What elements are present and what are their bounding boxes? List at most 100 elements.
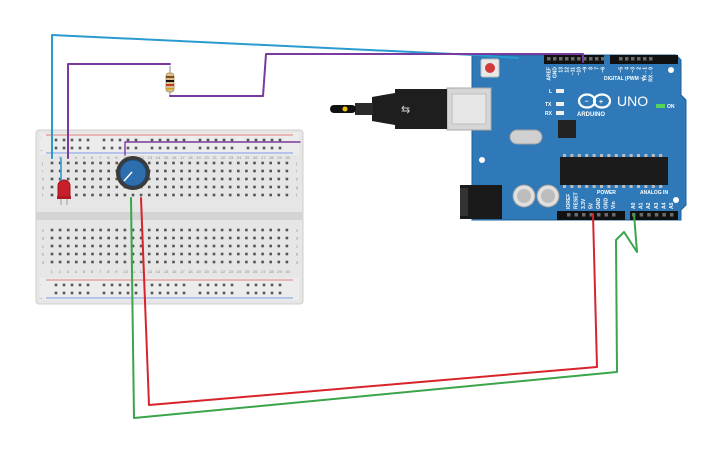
breadboard-hole[interactable] — [147, 161, 151, 165]
breadboard-hole[interactable] — [66, 161, 70, 165]
rail-hole[interactable] — [118, 138, 122, 142]
breadboard-hole[interactable] — [204, 244, 208, 248]
rail-hole[interactable] — [126, 283, 130, 287]
breadboard-hole[interactable] — [164, 177, 167, 181]
rail-hole[interactable] — [270, 146, 274, 150]
rail-hole[interactable] — [254, 283, 258, 287]
breadboard-hole[interactable] — [212, 260, 216, 264]
rail-hole[interactable] — [174, 138, 178, 142]
digital-pin[interactable] — [547, 57, 551, 61]
rail-hole[interactable] — [214, 283, 218, 287]
breadboard-hole[interactable] — [269, 244, 272, 248]
breadboard-hole[interactable] — [115, 252, 119, 256]
breadboard-hole[interactable] — [91, 169, 94, 173]
breadboard-hole[interactable] — [180, 193, 183, 197]
rail-hole[interactable] — [78, 138, 82, 142]
rail-hole[interactable] — [230, 291, 234, 295]
breadboard-hole[interactable] — [115, 193, 119, 197]
breadboard-hole[interactable] — [245, 244, 248, 248]
breadboard-hole[interactable] — [228, 236, 232, 240]
breadboard-hole[interactable] — [131, 193, 135, 197]
breadboard-hole[interactable] — [220, 161, 224, 165]
digital-pin[interactable] — [625, 57, 629, 61]
digital-pin[interactable] — [565, 57, 569, 61]
breadboard-hole[interactable] — [212, 193, 216, 197]
breadboard-hole[interactable] — [237, 244, 240, 248]
breadboard-hole[interactable] — [147, 236, 151, 240]
breadboard-hole[interactable] — [277, 169, 281, 173]
rail-hole[interactable] — [134, 291, 138, 295]
breadboard-hole[interactable] — [75, 252, 78, 256]
breadboard-hole[interactable] — [75, 185, 78, 189]
breadboard-hole[interactable] — [277, 161, 281, 165]
wire-blue-to-pin[interactable] — [474, 54, 519, 59]
breadboard-hole[interactable] — [123, 252, 127, 256]
breadboard-hole[interactable] — [196, 185, 200, 189]
breadboard-hole[interactable] — [204, 177, 208, 181]
breadboard-hole[interactable] — [75, 236, 78, 240]
breadboard-hole[interactable] — [196, 161, 200, 165]
breadboard-hole[interactable] — [164, 161, 167, 165]
rail-hole[interactable] — [102, 138, 106, 142]
breadboard-hole[interactable] — [245, 177, 248, 181]
breadboard-hole[interactable] — [107, 228, 110, 232]
breadboard-hole[interactable] — [50, 260, 54, 264]
wire-green[interactable] — [130, 197, 638, 419]
resistor[interactable] — [165, 66, 175, 96]
breadboard-hole[interactable] — [50, 228, 54, 232]
breadboard-hole[interactable] — [220, 260, 224, 264]
breadboard-hole[interactable] — [220, 244, 224, 248]
breadboard-hole[interactable] — [164, 228, 167, 232]
breadboard-hole[interactable] — [188, 244, 191, 248]
breadboard-hole[interactable] — [123, 236, 127, 240]
breadboard-hole[interactable] — [261, 161, 264, 165]
breadboard-hole[interactable] — [204, 185, 208, 189]
breadboard-hole[interactable] — [261, 244, 264, 248]
breadboard-hole[interactable] — [75, 177, 78, 181]
breadboard-hole[interactable] — [147, 244, 151, 248]
breadboard-hole[interactable] — [115, 244, 119, 248]
breadboard-hole[interactable] — [196, 193, 200, 197]
rail-hole[interactable] — [214, 146, 218, 150]
breadboard-hole[interactable] — [164, 236, 167, 240]
breadboard-hole[interactable] — [172, 161, 175, 165]
rail-hole[interactable] — [222, 291, 226, 295]
breadboard-hole[interactable] — [123, 228, 127, 232]
breadboard-hole[interactable] — [180, 177, 183, 181]
rail-hole[interactable] — [86, 291, 90, 295]
breadboard-hole[interactable] — [99, 228, 102, 232]
breadboard-hole[interactable] — [220, 252, 224, 256]
rail-hole[interactable] — [166, 146, 170, 150]
digital-pin[interactable] — [601, 57, 605, 61]
breadboard-hole[interactable] — [139, 252, 143, 256]
breadboard-hole[interactable] — [285, 228, 289, 232]
rail-hole[interactable] — [230, 283, 234, 287]
breadboard-hole[interactable] — [277, 236, 281, 240]
breadboard-hole[interactable] — [50, 169, 54, 173]
rail-hole[interactable] — [198, 138, 202, 142]
breadboard-hole[interactable] — [204, 252, 208, 256]
breadboard-hole[interactable] — [75, 228, 78, 232]
breadboard-hole[interactable] — [115, 185, 119, 189]
breadboard-hole[interactable] — [58, 260, 62, 264]
rail-hole[interactable] — [182, 291, 186, 295]
rail-hole[interactable] — [206, 283, 210, 287]
rail-hole[interactable] — [54, 283, 58, 287]
analog-pin[interactable] — [670, 213, 674, 217]
breadboard-hole[interactable] — [75, 244, 78, 248]
breadboard-hole[interactable] — [58, 244, 62, 248]
breadboard-hole[interactable] — [99, 161, 102, 165]
rail-hole[interactable] — [174, 146, 178, 150]
rail-hole[interactable] — [270, 138, 274, 142]
wire-purple-pot[interactable] — [124, 141, 301, 156]
breadboard-hole[interactable] — [269, 252, 272, 256]
breadboard-hole[interactable] — [285, 169, 289, 173]
digital-pin[interactable] — [631, 57, 635, 61]
breadboard-hole[interactable] — [156, 236, 159, 240]
breadboard-hole[interactable] — [277, 193, 281, 197]
rail-hole[interactable] — [262, 283, 266, 287]
breadboard-hole[interactable] — [50, 177, 54, 181]
breadboard-hole[interactable] — [269, 260, 272, 264]
breadboard-hole[interactable] — [253, 177, 256, 181]
breadboard-hole[interactable] — [164, 260, 167, 264]
